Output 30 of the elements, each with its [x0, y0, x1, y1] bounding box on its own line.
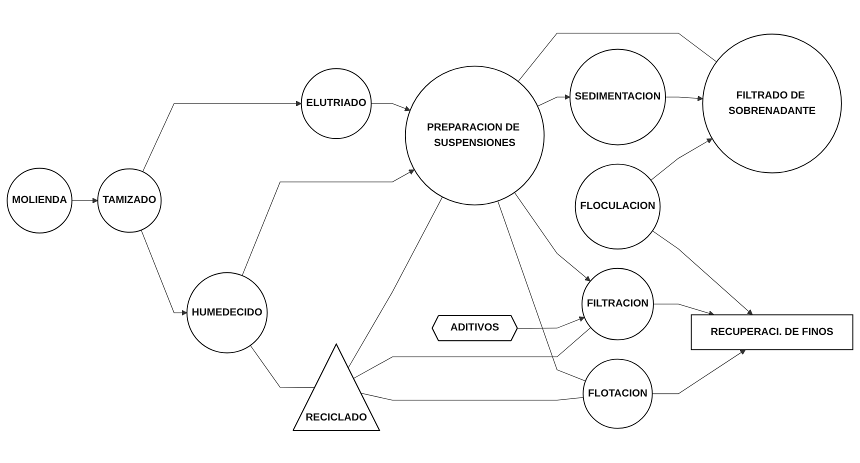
arrow [665, 95, 704, 101]
node-circle: FLOTACION [582, 358, 653, 428]
connector [250, 344, 316, 388]
node-circle: HUMEDECIDO [186, 272, 268, 353]
node-circle: FLOCULACION [574, 163, 661, 250]
arrow [653, 303, 714, 316]
arrow [142, 100, 302, 172]
arrow [370, 102, 410, 111]
connector [360, 392, 584, 400]
node-circle: FILTRADO DE SOBRENADANTE [702, 33, 842, 174]
arrow [514, 192, 591, 282]
arrow [72, 197, 98, 204]
node-circle: PREPARACION DE SUSPENSIONES [404, 65, 545, 206]
arrow [652, 230, 753, 315]
node-circle: FILTRACION [582, 268, 654, 340]
node-circle: MOLIENDA [6, 167, 72, 234]
connector [353, 326, 592, 378]
arrow [652, 349, 746, 394]
arrow [537, 94, 570, 106]
connector [497, 200, 586, 381]
arrow [140, 229, 188, 316]
arrow [650, 138, 712, 180]
arrow [517, 316, 585, 328]
node-circle: SEDIMENTACION [569, 48, 666, 145]
node-circle: ELUTRIADO [300, 68, 372, 139]
arrow [242, 169, 415, 276]
node-box: RECUPERACI. DE FINOS [690, 314, 854, 350]
node-circle: TAMIZADO [97, 168, 162, 232]
connector [518, 32, 717, 82]
connector [348, 196, 443, 368]
